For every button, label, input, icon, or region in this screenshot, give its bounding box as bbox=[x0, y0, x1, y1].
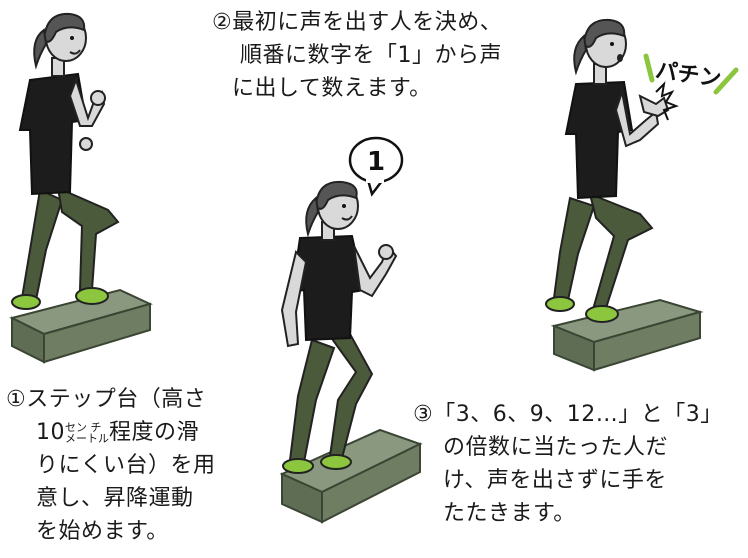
step-2-line-2: 順番に数字を「1」から声 bbox=[240, 43, 502, 68]
figure-1-woman bbox=[11, 12, 120, 310]
step-1-line-2-rest: 程度の滑 bbox=[109, 420, 200, 445]
bubble-number: 1 bbox=[367, 147, 385, 177]
figure-1-step-platform bbox=[9, 288, 153, 364]
step-1-height-number: 10 bbox=[36, 420, 65, 445]
ruby-bottom: メートル bbox=[65, 432, 109, 445]
clap-sound-effect: パチン bbox=[643, 53, 739, 95]
step-3-line-1: ③「3、6、9、12…」と「3」 bbox=[413, 402, 723, 427]
ruby-top: セン チ bbox=[65, 421, 102, 434]
step-3-line-4: たたきます。 bbox=[443, 501, 576, 526]
step-2-caption: ②最初に声を出す人を決め、 順番に数字を「1」から声 に出して数えます。 bbox=[212, 6, 502, 105]
step-3-caption: ③「3、6、9、12…」と「3」 の倍数に当たった人だ け、声を出さずに手を た… bbox=[413, 398, 723, 530]
step-3-line-2: の倍数に当たった人だ bbox=[443, 435, 669, 460]
figure-3-step-platform bbox=[550, 298, 704, 372]
step-1-line-5: を始めます。 bbox=[36, 519, 169, 544]
figure-3-woman bbox=[545, 18, 679, 323]
step-1-line-4: 意し、昇降運動 bbox=[36, 486, 194, 511]
step-1-line-1: ①ステップ台（高さ bbox=[6, 387, 207, 412]
step-1-unit-ruby: セン チメートル bbox=[65, 422, 109, 444]
figure-2-woman bbox=[280, 180, 398, 474]
step-3-line-3: け、声を出さずに手を bbox=[443, 468, 667, 493]
step-1-line-3: りにくい台）を用 bbox=[36, 453, 216, 478]
speech-bubble: 1 bbox=[348, 136, 404, 197]
step-2-line-3: に出して数えます。 bbox=[232, 76, 432, 101]
step-2-line-1: ②最初に声を出す人を決め、 bbox=[212, 10, 503, 35]
